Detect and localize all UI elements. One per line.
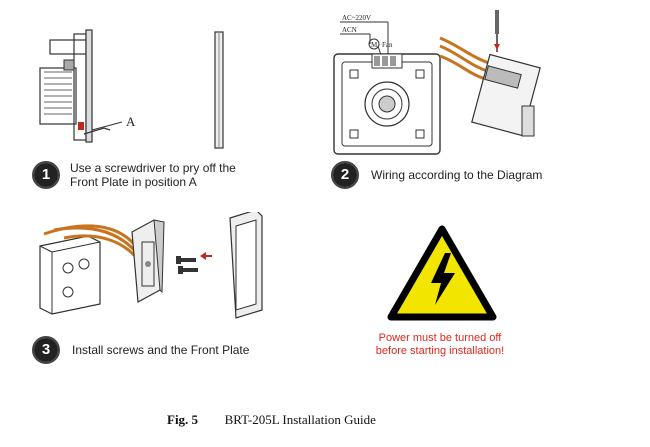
warning-message: Power must be turned off before starting… — [360, 332, 520, 358]
step-2-number: 2 — [333, 163, 357, 187]
step-3-badge-ring — [32, 336, 60, 364]
warning-line-1: Power must be turned off — [378, 332, 502, 344]
ac-label: AC~220V — [342, 14, 371, 22]
step-1-badge-ring — [32, 161, 60, 189]
callout-label: A — [126, 114, 136, 129]
step-3-number: 3 — [34, 338, 58, 362]
step-1-line-2: Front Plate in position A — [70, 175, 197, 189]
warning-icon — [387, 225, 497, 321]
install-screws-illustration — [39, 209, 263, 319]
step-3-illustration — [30, 209, 270, 327]
figure-caption: Fig. 5 BRT-205L Installation Guide — [167, 412, 376, 428]
wiring-diagram: AC~220V ACN M Fan — [333, 10, 541, 155]
step-1-illustration: A — [30, 20, 260, 155]
step-2-text: Wiring according to the Diagram — [371, 168, 542, 182]
step-2-badge-ring — [331, 161, 359, 189]
step-1-line-1: Use a screwdriver to pry off the — [70, 161, 236, 175]
motor-symbol: M — [371, 41, 378, 49]
step-3-line-1: Install screws and the Front Plate — [72, 343, 250, 357]
figure-number: Fig. 5 — [167, 412, 199, 427]
fan-label: Fan — [382, 41, 393, 49]
step-2-illustration: AC~220V ACN M Fan — [330, 10, 550, 160]
high-voltage-warning-icon — [387, 225, 497, 321]
warning-line-2: before starting installation! — [375, 345, 505, 357]
figure-title: BRT-205L Installation Guide — [224, 412, 376, 427]
step-2-line-1: Wiring according to the Diagram — [371, 168, 543, 182]
step-3-text: Install screws and the Front Plate — [72, 343, 249, 357]
step-1-number: 1 — [34, 163, 58, 187]
thermostat-side-view: A — [39, 29, 224, 149]
acn-label: ACN — [342, 26, 357, 34]
step-1-text: Use a screwdriver to pry off the Front P… — [70, 161, 236, 189]
